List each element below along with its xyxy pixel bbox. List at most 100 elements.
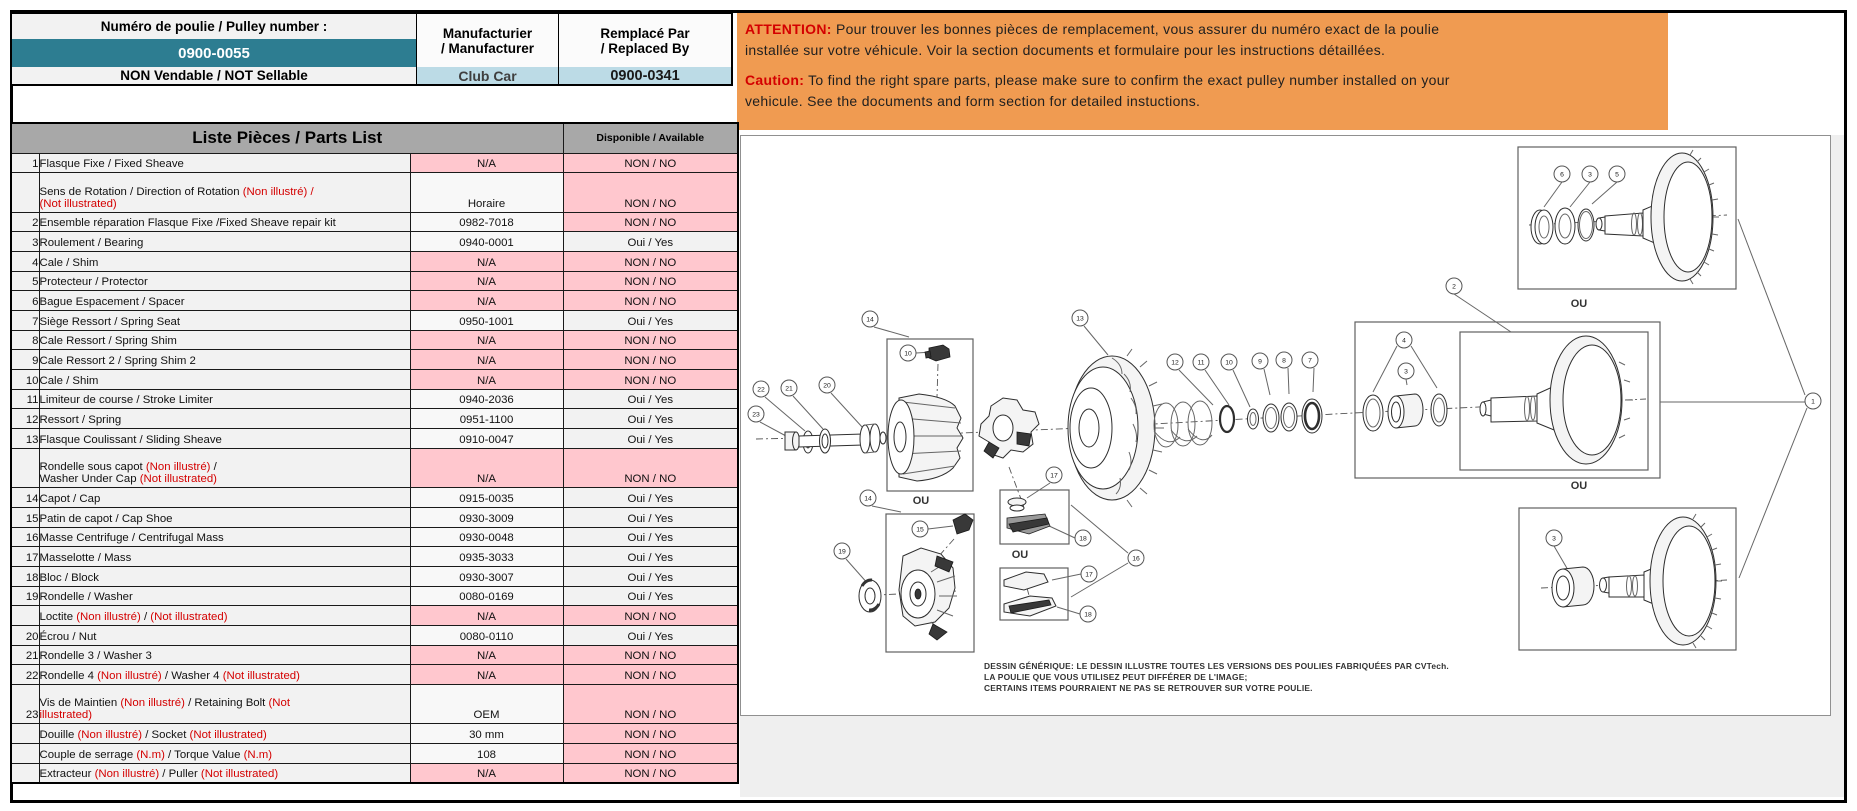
- attention-fr: ATTENTION: Pour trouver les bonnes pièce…: [745, 19, 1660, 60]
- manufacturer-label-line2: / Manufacturer: [440, 40, 535, 56]
- part-number: 0940-2036: [409, 388, 564, 410]
- availability: NON / NO: [562, 250, 739, 272]
- row-number: 4: [10, 250, 40, 272]
- part-name: Bague Espacement / Spacer: [38, 290, 411, 312]
- bolt-washers-shaft: [784, 423, 887, 454]
- availability: Oui / Yes: [562, 506, 739, 528]
- attention-en-text: To find the right spare parts, please ma…: [745, 72, 1450, 109]
- part-number: 0982-7018: [409, 211, 564, 233]
- manufacturer-label: Manufacturier / Manufacturer: [417, 14, 559, 67]
- attention-en: Caution: To find the right spare parts, …: [745, 70, 1660, 111]
- callout-circle: [780, 379, 798, 397]
- callout-number: 3: [1588, 171, 1592, 178]
- pulley-number-label: Numéro de poulie / Pulley number :: [12, 14, 417, 39]
- availability: Oui / Yes: [562, 565, 739, 587]
- callout-number: 17: [1050, 472, 1058, 479]
- callout-circle: [1545, 529, 1563, 547]
- part-name: Rondelle sous capot (Non illustré) /Wash…: [38, 447, 411, 489]
- part-number: 30 mm: [409, 723, 564, 745]
- callout-number: 12: [1171, 359, 1179, 366]
- availability: Oui / Yes: [562, 546, 739, 567]
- part-number: 0940-0001: [409, 231, 564, 252]
- callout-circle: [833, 542, 851, 560]
- row-number: [10, 723, 40, 745]
- callout-number: 18: [1084, 611, 1092, 618]
- callout-number: 16: [1132, 555, 1140, 562]
- part-number: N/A: [409, 152, 564, 174]
- callout-number: 8: [1282, 357, 1286, 364]
- callout-circle: [1045, 466, 1063, 484]
- ou-label: OU: [1012, 549, 1029, 561]
- availability: NON / NO: [562, 369, 739, 390]
- availability: NON / NO: [562, 349, 739, 371]
- callout-number: 13: [1076, 315, 1084, 322]
- table-row: Sens de Rotation / Direction of Rotation…: [10, 172, 739, 213]
- rings-row: [1218, 398, 1323, 434]
- part-name: Rondelle 3 / Washer 3: [38, 644, 411, 666]
- callout-number: 7: [1308, 357, 1312, 364]
- exploded-diagram: 1243635314102221202313121110987171816171…: [747, 146, 1822, 693]
- callout-circle: [1127, 549, 1145, 567]
- part-name: Capot / Cap: [38, 487, 411, 508]
- row-number: 3: [10, 231, 40, 252]
- availability: NON / NO: [562, 684, 739, 725]
- availability: NON / NO: [562, 211, 739, 233]
- row-number: 13: [10, 428, 40, 449]
- part-number: N/A: [409, 329, 564, 351]
- part-number: 0930-3009: [409, 506, 564, 528]
- callout-circle: [752, 380, 770, 398]
- part-name: Siège Ressort / Spring Seat: [38, 310, 411, 331]
- generic-drawing-note-line: DESSIN GÉNÉRIQUE: LE DESSIN ILLUSTRE TOU…: [984, 660, 1449, 671]
- callout-circle: [1553, 165, 1571, 183]
- callout-number: 3: [1404, 368, 1408, 375]
- row-number: 14: [10, 487, 40, 508]
- sellable-label: NON Vendable / NOT Sellable: [12, 67, 417, 84]
- sliding-sheave-drum: [1067, 348, 1164, 508]
- row-number: 16: [10, 526, 40, 548]
- callout-number: 6: [1560, 171, 1564, 178]
- part-number: 0080-0169: [409, 585, 564, 607]
- availability: Oui / Yes: [562, 388, 739, 410]
- part-name: Extracteur (Non illustré) / Puller (Not …: [38, 762, 411, 784]
- availability: Oui / Yes: [562, 487, 739, 508]
- row-number: [10, 172, 40, 213]
- ou-label: OU: [1571, 298, 1588, 310]
- availability: NON / NO: [562, 447, 739, 489]
- availability: NON / NO: [562, 270, 739, 292]
- parts-list-title: Liste Pièces / Parts List: [10, 122, 564, 154]
- cap-variant2-parts: [858, 513, 974, 641]
- part-name: Masselotte / Mass: [38, 546, 411, 567]
- part-name: Flasque Fixe / Fixed Sheave: [38, 152, 411, 174]
- part-number: OEM: [409, 684, 564, 725]
- callout-number: 9: [1258, 358, 1262, 365]
- part-name: Ensemble réparation Flasque Fixe /Fixed …: [38, 211, 411, 233]
- availability: Oui / Yes: [562, 408, 739, 430]
- callout-circle: [1397, 362, 1415, 380]
- callout-number: 1: [1811, 398, 1815, 405]
- part-name: Ressort / Spring: [38, 408, 411, 430]
- callout-circle: [1608, 165, 1626, 183]
- part-number: 0080-0110: [409, 625, 564, 646]
- part-name: Patin de capot / Cap Shoe: [38, 506, 411, 528]
- part-number: 0935-3033: [409, 546, 564, 567]
- availability-header: Disponible / Available: [562, 122, 739, 154]
- row-number: 6: [10, 290, 40, 312]
- row-number: 19: [10, 585, 40, 607]
- callout-circle: [1395, 331, 1413, 349]
- part-number: 108: [409, 743, 564, 764]
- row-number: 12: [10, 408, 40, 430]
- callout-circle: [1220, 353, 1238, 371]
- part-number: N/A: [409, 270, 564, 292]
- part-name: Cale Ressort 2 / Spring Shim 2: [38, 349, 411, 371]
- callout-number: 14: [864, 495, 872, 502]
- part-name: Douille (Non illustré) / Socket (Not ill…: [38, 723, 411, 745]
